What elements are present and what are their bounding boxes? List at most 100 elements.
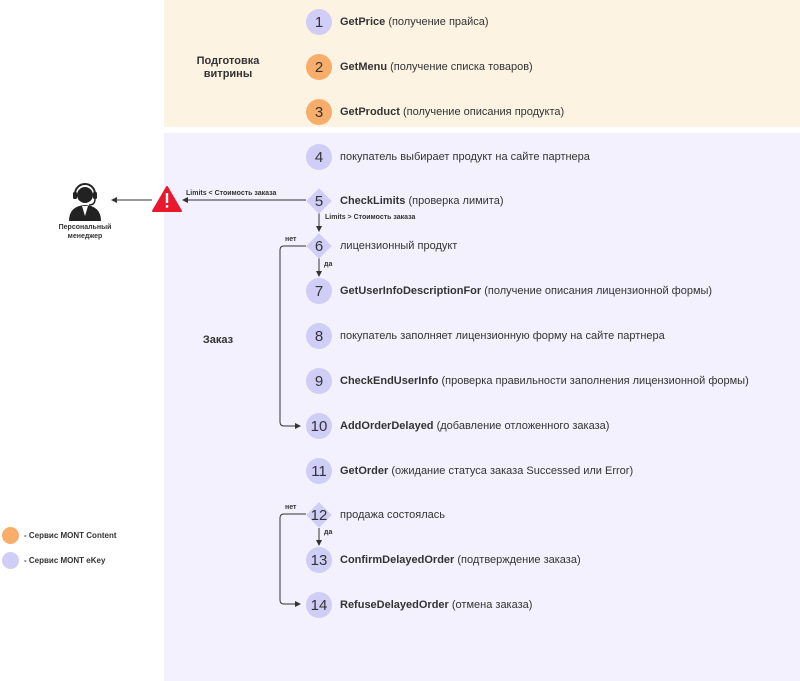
step-text: GetPrice (получение прайса) [340,16,489,28]
step-number: 5 [314,192,324,210]
order-section [164,133,800,681]
manager-label-line1: Персональный [58,224,112,231]
legend-label-content: - Сервис MONT Content [24,531,117,540]
step-number: 13 [310,551,328,569]
step-number-badge-1: 1 [306,9,332,35]
step-text: AddOrderDelayed (добавление отложенного … [340,420,609,432]
step-number: 10 [310,417,328,435]
step-description: (получение описания лицензионной формы) [484,285,713,297]
edge-12-14-no [279,513,306,607]
step-method-name: GetMenu [340,61,388,73]
step-method-name: CheckEndUserInfo [340,375,439,387]
step-6: 6 лицензионный продукт [306,232,458,260]
step-description: лицензионный продукт [340,240,458,252]
step-description: (получение прайса) [388,16,489,28]
step-number: 12 [310,506,328,524]
step-description: продажа состоялась [340,509,446,521]
step-text: GetOrder (ожидание статуса заказа Succes… [340,465,633,477]
decision-node-6: 6 [306,233,332,259]
step-text: GetProduct (получение описания продукта) [340,106,564,118]
step-number: 8 [314,327,324,345]
edge-label-yes-6: да [324,261,333,268]
step-text: покупатель заполняет лицензионную форму … [340,330,665,342]
step-number-badge-9: 9 [306,368,332,394]
step-8: 8 покупатель заполняет лицензионную форму… [306,322,665,350]
step-text: ConfirmDelayedOrder (подтверждение заказ… [340,554,581,566]
step-text: RefuseDelayedOrder (отмена заказа) [340,599,532,611]
manager-label-line2: менеджер [67,233,103,240]
step-method-name: ConfirmDelayedOrder [340,554,455,566]
step-description: покупатель выбирает продукт на сайте пар… [340,151,590,163]
step-14: 14 RefuseDelayedOrder (отмена заказа) [306,591,532,619]
preparation-title: Подготовка витрины [183,55,273,81]
legend-item-ekey: - Сервис MONT eKey [2,552,105,569]
step-number: 7 [314,282,324,300]
step-text: GetUserInfoDescriptionFor (получение опи… [340,285,712,297]
step-number: 9 [314,372,324,390]
step-number-badge-7: 7 [306,278,332,304]
legend-label-ekey: - Сервис MONT eKey [24,556,106,565]
step-description: (отмена заказа) [451,599,533,611]
step-12: 12 продажа состоялась [306,501,445,529]
step-5: 5 CheckLimits (проверка лимита) [306,187,504,215]
step-method-name: GetPrice [340,16,386,28]
legend-dot-content [2,527,19,544]
edge-label-yes-12: да [324,529,333,536]
step-description: (проверка правильности заполнения лиценз… [441,375,749,387]
step-13: 13 ConfirmDelayedOrder (подтверждение зак… [306,546,581,574]
step-10: 10 AddOrderDelayed (добавление отложенног… [306,412,609,440]
step-description: (подтверждение заказа) [457,554,581,566]
step-number-badge-11: 11 [306,458,332,484]
step-number: 11 [311,462,327,480]
step-11: 11 GetOrder (ожидание статуса заказа Succ… [306,457,633,485]
step-number-badge-13: 13 [306,547,332,573]
preparation-section [164,0,800,127]
edge-label-limits-less: Limits < Стоимость заказа [186,190,277,197]
legend-item-content: - Сервис MONT Content [2,527,117,544]
step-method-name: GetProduct [340,106,400,118]
step-number: 4 [314,148,324,166]
step-description: (проверка лимита) [408,195,504,207]
edge-6-10-no [279,245,306,429]
legend-dot-ekey [2,552,19,569]
step-number: 1 [314,13,324,31]
step-1: 1 GetPrice (получение прайса) [306,8,489,36]
step-text: покупатель выбирает продукт на сайте пар… [340,151,590,163]
step-7: 7 GetUserInfoDescriptionFor (получение оп… [306,277,712,305]
step-method-name: GetUserInfoDescriptionFor [340,285,482,297]
support-agent-icon [69,183,101,221]
step-3: 3 GetProduct (получение описания продукта… [306,98,564,126]
decision-node-5: 5 [306,188,332,214]
step-description: (ожидание статуса заказа Successed или E… [391,465,634,477]
step-number-badge-14: 14 [306,592,332,618]
step-method-name: AddOrderDelayed [340,420,434,432]
order-title: Заказ [202,334,234,346]
step-4: 4 покупатель выбирает продукт на сайте па… [306,143,590,171]
step-number: 2 [314,58,324,76]
step-text: продажа состоялась [340,509,445,521]
step-number: 3 [314,103,324,121]
step-description: (добавление отложенного заказа) [436,420,610,432]
edge-label-limits-more: Limits > Стоимость заказа [325,214,416,221]
step-number-badge-2: 2 [306,54,332,80]
step-number: 14 [310,596,328,614]
step-9: 9 CheckEndUserInfo (проверка правильности… [306,367,749,395]
preparation-title-line2: витрины [203,68,253,80]
step-text: лицензионный продукт [340,240,457,252]
step-number-badge-4: 4 [306,144,332,170]
edge-label-no-6: нет [285,236,297,243]
step-2: 2 GetMenu (получение списка товаров) [306,53,533,81]
step-method-name: GetOrder [340,465,389,477]
warning-icon [152,186,182,212]
step-number-badge-8: 8 [306,323,332,349]
step-text: CheckEndUserInfo (проверка правильности … [340,375,749,387]
step-number-badge-3: 3 [306,99,332,125]
step-method-name: CheckLimits [340,195,406,207]
step-description: покупатель заполняет лицензионную форму … [340,330,665,342]
step-text: CheckLimits (проверка лимита) [340,195,504,207]
decision-node-12: 12 [306,502,332,528]
step-number-badge-10: 10 [306,413,332,439]
step-text: GetMenu (получение списка товаров) [340,61,533,73]
preparation-title-line1: Подготовка [196,55,260,67]
